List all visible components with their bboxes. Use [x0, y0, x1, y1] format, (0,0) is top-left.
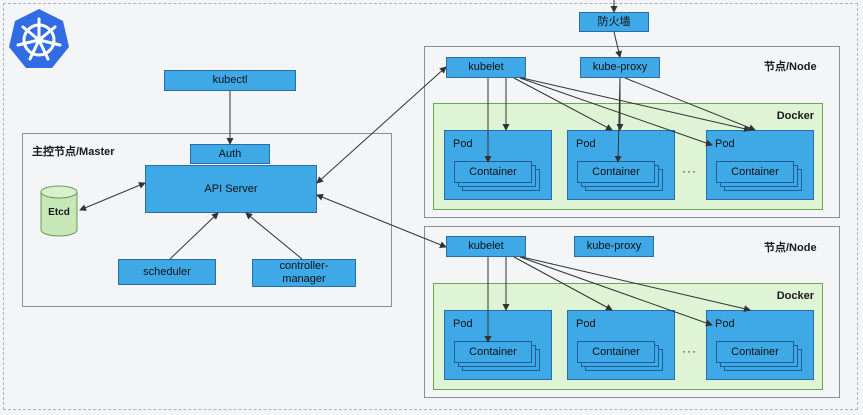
pod-2-1[interactable]: Pod Container: [444, 310, 552, 380]
container-label: Container: [716, 341, 794, 363]
scheduler-box[interactable]: scheduler: [118, 259, 216, 285]
container-label: Container: [716, 161, 794, 183]
container-label: Container: [454, 341, 532, 363]
api-server-box[interactable]: API Server: [145, 165, 317, 213]
node-label-1: 节点/Node: [764, 61, 817, 73]
pod-2-3[interactable]: Pod Container: [706, 310, 814, 380]
container-label: Container: [577, 161, 655, 183]
pod-label: Pod: [715, 318, 735, 330]
pod-label: Pod: [576, 138, 596, 150]
pod-2-2[interactable]: Pod Container: [567, 310, 675, 380]
controller-manager-box[interactable]: controller- manager: [252, 259, 356, 287]
pod-1-2[interactable]: Pod Container: [567, 130, 675, 200]
auth-box[interactable]: Auth: [190, 144, 270, 164]
docker-label-1: Docker: [776, 110, 814, 122]
master-label: 主控节点/Master: [32, 146, 115, 158]
kubernetes-logo-icon: [9, 9, 69, 68]
ellipsis-1: ···: [682, 164, 697, 178]
ellipsis-2: ···: [682, 344, 697, 358]
docker-label-2: Docker: [776, 290, 814, 302]
container-label: Container: [577, 341, 655, 363]
kube-proxy-box-2[interactable]: kube-proxy: [574, 236, 654, 257]
pod-label: Pod: [576, 318, 596, 330]
node-label-2: 节点/Node: [764, 242, 817, 254]
pod-1-3[interactable]: Pod Container: [706, 130, 814, 200]
kube-proxy-box-1[interactable]: kube-proxy: [580, 57, 660, 78]
etcd-database-icon: [40, 185, 78, 237]
controller-manager-label: controller- manager: [279, 260, 329, 285]
kubelet-box-1[interactable]: kubelet: [446, 57, 526, 78]
kubectl-box[interactable]: kubectl: [164, 70, 296, 91]
firewall-box[interactable]: 防火墙: [579, 12, 649, 32]
container-label: Container: [454, 161, 532, 183]
pod-label: Pod: [715, 138, 735, 150]
pod-label: Pod: [453, 138, 473, 150]
pod-1-1[interactable]: Pod Container: [444, 130, 552, 200]
kubelet-box-2[interactable]: kubelet: [446, 236, 526, 257]
diagram-frame: [3, 3, 858, 410]
etcd-label: Etcd: [48, 207, 70, 218]
pod-label: Pod: [453, 318, 473, 330]
